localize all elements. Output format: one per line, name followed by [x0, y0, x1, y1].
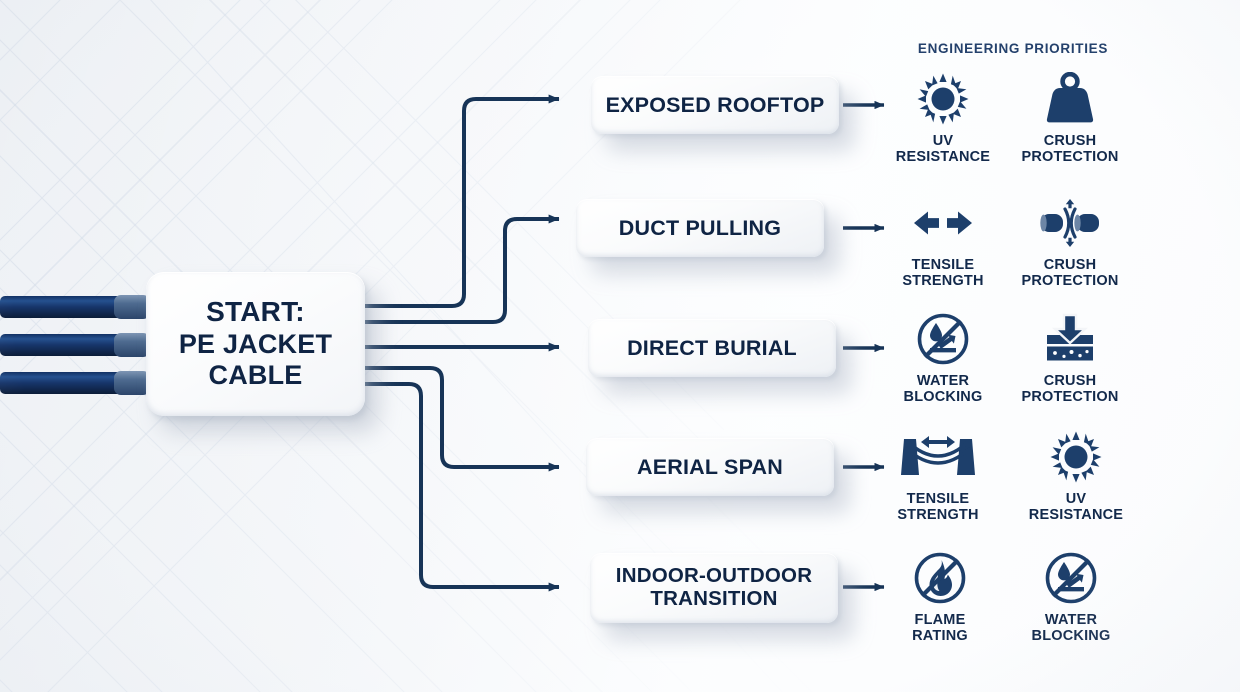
priority-crush-protection[interactable]: CRUSH PROTECTION	[1016, 196, 1124, 289]
priority-water-blocking[interactable]: WATER BLOCKING	[1017, 551, 1125, 644]
start-node[interactable]: START: PE JACKET CABLE	[146, 272, 365, 416]
weight-icon	[1044, 72, 1096, 126]
branch-card-label: INDOOR-OUTDOOR TRANSITION	[615, 564, 813, 610]
branch-card-label: EXPOSED ROOFTOP	[605, 92, 825, 117]
sun-icon	[1049, 430, 1103, 484]
start-node-line-2: PE JACKET	[178, 328, 333, 359]
priority-flame-rating[interactable]: FLAME RATING	[886, 551, 994, 644]
branch-card-aerial-span[interactable]: AERIAL SPAN	[586, 438, 834, 496]
branch-card-exposed-rooftop[interactable]: EXPOSED ROOFTOP	[591, 76, 839, 134]
connector-branch-5	[365, 382, 560, 592]
priority-group-1: UV RESISTANCE CRUSH PROTECTION	[889, 72, 1124, 165]
priority-water-blocking[interactable]: WATER BLOCKING	[889, 312, 997, 405]
start-node-line-3: CABLE	[208, 360, 303, 391]
priority-uv-resistance[interactable]: UV RESISTANCE	[1022, 430, 1130, 523]
priority-crush-protection[interactable]: CRUSH PROTECTION	[1016, 312, 1124, 405]
cable-compression-icon	[1039, 196, 1101, 250]
priority-tensile-strength[interactable]: TENSILE STRENGTH	[889, 196, 997, 289]
no-water-icon	[916, 312, 970, 366]
priority-uv-resistance[interactable]: UV RESISTANCE	[889, 72, 997, 165]
priority-crush-protection[interactable]: CRUSH PROTECTION	[1016, 72, 1124, 165]
priority-tensile-strength[interactable]: TENSILE STRENGTH	[884, 430, 992, 523]
sun-icon	[916, 72, 970, 126]
branch-card-label: DIRECT BURIAL	[627, 335, 797, 360]
priority-label: UV RESISTANCE	[895, 133, 991, 166]
double-arrow-icon	[913, 196, 973, 250]
no-water-icon	[1044, 551, 1098, 605]
priority-label: CRUSH PROTECTION	[1021, 257, 1119, 290]
start-node-line-1: START:	[206, 296, 305, 328]
branch-card-direct-burial[interactable]: DIRECT BURIAL	[588, 319, 836, 377]
priority-label: CRUSH PROTECTION	[1021, 133, 1119, 166]
priority-label: WATER BLOCKING	[1031, 612, 1111, 645]
suspension-span-icon	[895, 430, 981, 484]
priority-label: UV RESISTANCE	[1028, 491, 1124, 524]
ground-load-icon	[1043, 312, 1097, 366]
branch-card-indoor-outdoor-transition[interactable]: INDOOR-OUTDOOR TRANSITION	[590, 553, 838, 623]
priority-label: TENSILE STRENGTH	[902, 257, 984, 290]
priorities-header: ENGINEERING PRIORITIES	[917, 41, 1109, 56]
priority-group-4: TENSILE STRENGTH	[884, 430, 1130, 523]
branch-card-duct-pulling[interactable]: DUCT PULLING	[576, 199, 824, 257]
priority-label: CRUSH PROTECTION	[1021, 373, 1119, 406]
priority-label: TENSILE STRENGTH	[897, 491, 979, 524]
branch-card-label: DUCT PULLING	[618, 215, 782, 240]
branch-card-label: AERIAL SPAN	[637, 454, 783, 479]
priority-group-2: TENSILE STRENGTH	[889, 196, 1124, 289]
priority-label: WATER BLOCKING	[903, 373, 983, 406]
priority-group-3: WATER BLOCKING CRUSH PROTECTION	[889, 312, 1124, 405]
no-flame-icon	[913, 551, 967, 605]
priority-group-5: FLAME RATING WATER BLOCKING	[886, 551, 1125, 644]
start-node-label: START: PE JACKET CABLE	[179, 296, 332, 391]
connector-branch-1	[365, 94, 560, 308]
priority-label: FLAME RATING	[912, 612, 968, 645]
